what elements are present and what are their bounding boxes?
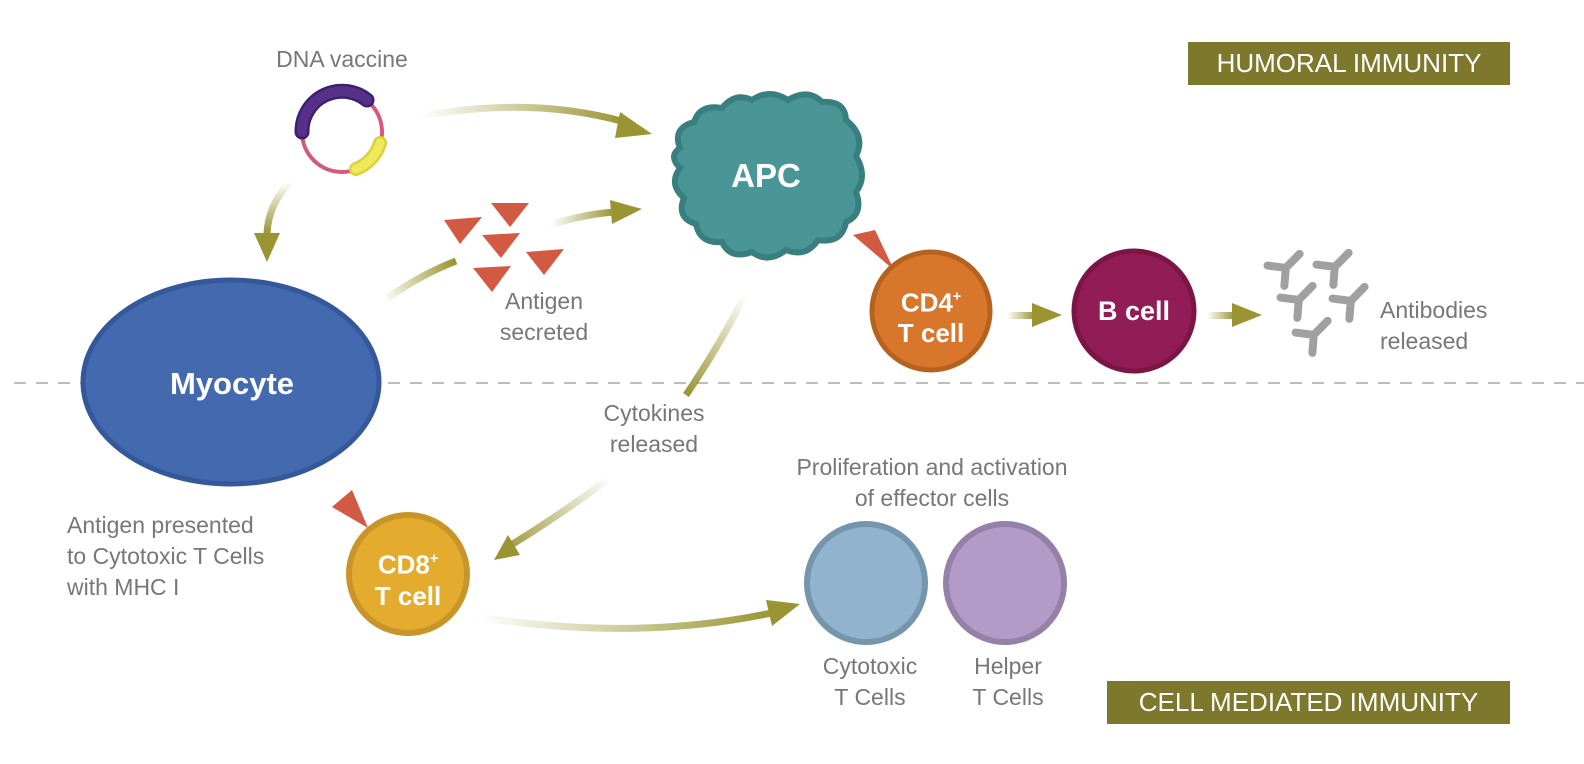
cd8-t-cell — [346, 512, 470, 636]
antigen-presented-line3: with MHC I — [67, 574, 180, 600]
arrow-cd8-to-effectors — [477, 600, 800, 632]
arrow-antigen-to-apc — [548, 200, 642, 229]
cytotoxic-t-cell — [804, 521, 928, 645]
arrow-cd4-to-bcell — [1007, 303, 1062, 327]
cytotoxic-line2: T Cells — [834, 684, 906, 710]
myocyte-label: Myocyte — [169, 366, 295, 401]
cd4-label: CD4+ T cell — [871, 283, 991, 348]
proliferation-line1: Proliferation and activation — [796, 454, 1068, 480]
cytotoxic-line1: Cytotoxic — [822, 653, 918, 679]
cytokines-released-line2: released — [609, 431, 699, 457]
arrow-apc-cytokines — [683, 293, 749, 397]
antigen-presented-line2: to Cytotoxic T Cells — [67, 543, 265, 569]
apc-label: APC — [731, 157, 801, 194]
cd4-label-line2: T cell — [897, 317, 965, 348]
arrow-cytokines-to-cd8 — [494, 475, 613, 560]
cd4-t-cell — [869, 249, 993, 373]
antigen-presented-label: Antigen presented to Cytotoxic T Cells w… — [67, 510, 317, 603]
proliferation-line2: of effector cells — [854, 485, 1010, 511]
helper-t-cells-label: Helper T Cells — [938, 651, 1078, 713]
cytokines-released-line1: Cytokines — [603, 400, 705, 426]
antibodies-icon — [1263, 248, 1369, 357]
cd8-label: CD8+ T cell — [348, 545, 468, 612]
antigen-presented-line1: Antigen presented — [67, 512, 254, 538]
b-cell — [1071, 248, 1197, 374]
antibodies-released-line2: released — [1380, 328, 1469, 354]
helper-line1: Helper — [974, 653, 1042, 679]
arrow-bcell-to-antibodies — [1207, 303, 1262, 327]
helper-t-cell — [943, 521, 1067, 645]
arrow-myocyte-to-antigen — [385, 257, 458, 301]
antigen-on-cd4 — [853, 230, 894, 270]
antigen-cluster — [444, 203, 564, 292]
b-cell-label: B cell — [1097, 296, 1171, 326]
cd4-label-sup: + — [952, 288, 962, 305]
cell-mediated-immunity-badge: CELL MEDIATED IMMUNITY — [1107, 681, 1510, 724]
helper-line2: T Cells — [972, 684, 1044, 710]
cytotoxic-t-cells-label: Cytotoxic T Cells — [800, 651, 940, 713]
apc-cell — [671, 91, 865, 261]
myocyte-cell — [80, 277, 382, 487]
arrow-vaccine-to-myocyte — [254, 179, 293, 262]
arrow-vaccine-to-apc — [421, 103, 652, 138]
cd8-label-sup: + — [429, 550, 439, 567]
cd4-label-main: CD4 — [900, 287, 953, 318]
cd8-label-main: CD8 — [377, 549, 430, 580]
humoral-immunity-badge: HUMORAL IMMUNITY — [1188, 42, 1510, 85]
dna-plasmid-icon — [294, 83, 387, 176]
antibodies-released-line1: Antibodies — [1380, 297, 1488, 323]
antigen-secreted-line2: secreted — [499, 319, 589, 345]
dna-vaccine-label: DNA vaccine — [276, 46, 408, 72]
cytokines-released-label: Cytokines released — [584, 398, 724, 460]
antigen-on-cd8 — [332, 490, 368, 528]
cd8-label-line2: T cell — [374, 580, 442, 611]
antigen-secreted-label: Antigen secreted — [474, 286, 614, 348]
antigen-secreted-line1: Antigen — [504, 288, 583, 314]
proliferation-label: Proliferation and activation of effector… — [762, 452, 1102, 514]
antibodies-released-label: Antibodies released — [1380, 295, 1530, 357]
